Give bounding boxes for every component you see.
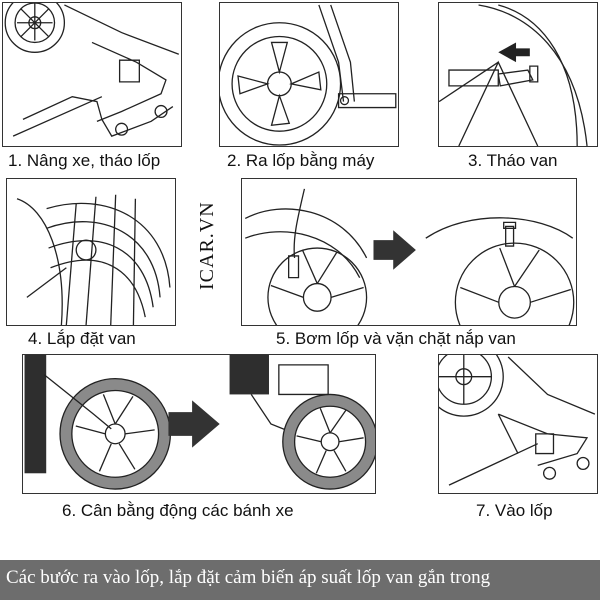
step1-caption: 1. Nâng xe, tháo lốp <box>8 151 161 170</box>
step4-illustration <box>6 178 176 326</box>
step3-caption: 3. Tháo van <box>468 151 558 170</box>
step6-illustration <box>22 354 376 494</box>
step2-caption: 2. Ra lốp bằng máy <box>227 151 375 170</box>
footer-banner: Các bước ra vào lốp, lắp đặt cảm biến áp… <box>0 560 600 600</box>
step3-illustration <box>438 2 598 147</box>
step1-illustration <box>2 2 182 147</box>
step6-caption: 6. Cân bằng động các bánh xe <box>62 501 294 520</box>
watermark: ICAR.VN <box>196 201 218 290</box>
step2-illustration <box>219 2 399 147</box>
step7-illustration <box>438 354 598 494</box>
step5-illustration <box>241 178 577 326</box>
step4-caption: 4. Lắp đặt van <box>28 329 136 348</box>
footer-caption: Các bước ra vào lốp, lắp đặt cảm biến áp… <box>6 567 491 588</box>
step7-caption: 7. Vào lốp <box>476 501 553 520</box>
step5-caption: 5. Bơm lốp và vặn chặt nắp van <box>276 329 516 348</box>
